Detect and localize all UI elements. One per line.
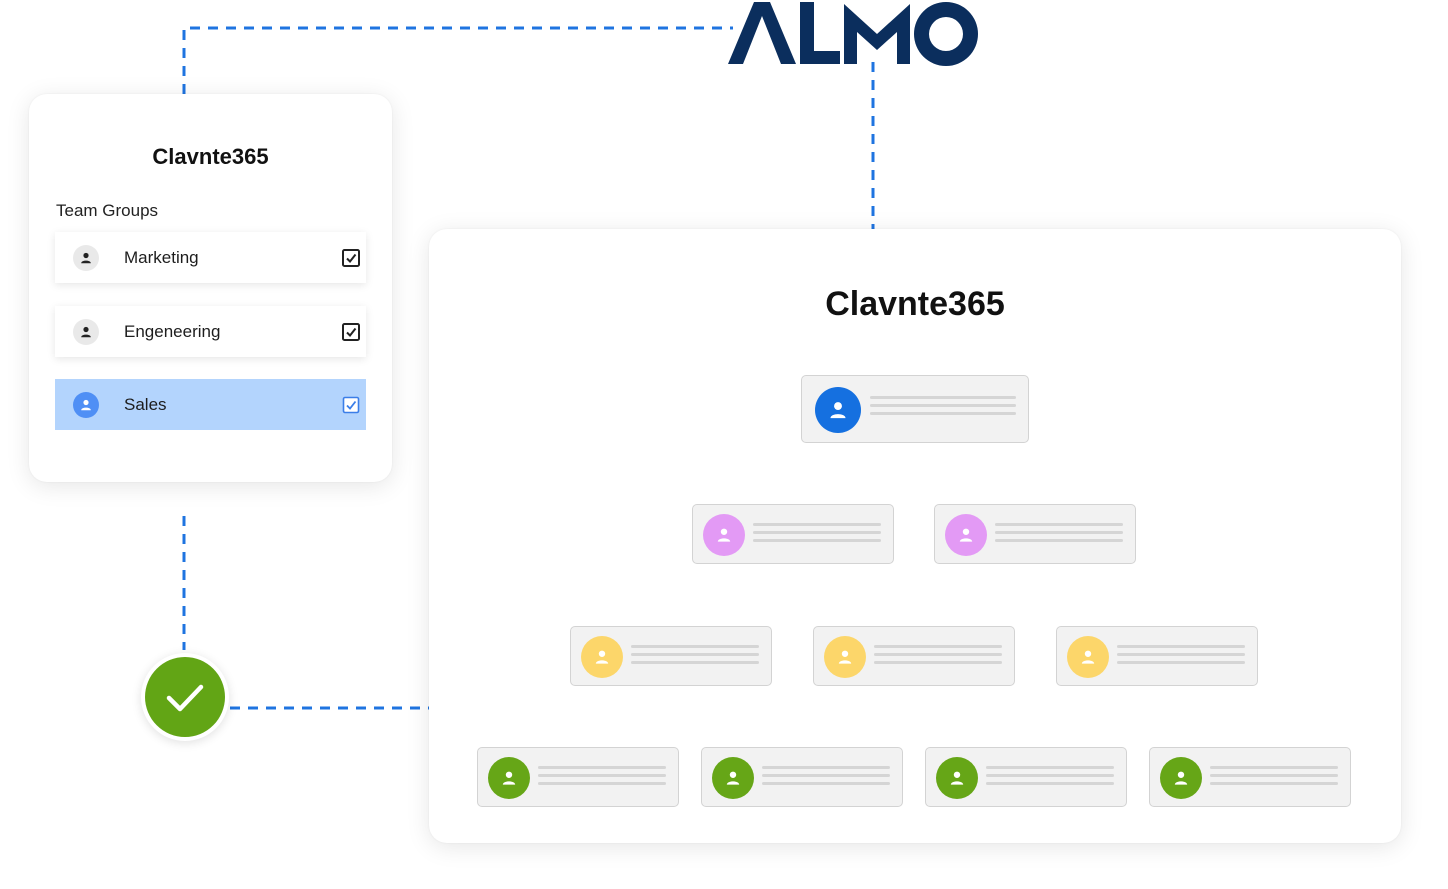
user-icon [488, 757, 530, 799]
user-icon [945, 514, 987, 556]
user-icon [815, 387, 861, 433]
org-panel-title: Clavnte365 [825, 285, 1005, 323]
org-node-level-4 [477, 747, 679, 807]
org-node-level-4 [1149, 747, 1351, 807]
placeholder-lines [631, 645, 759, 669]
user-icon [1067, 636, 1109, 678]
placeholder-lines [870, 396, 1016, 420]
group-row-engeneering[interactable]: Engeneering [55, 306, 366, 357]
placeholder-lines [995, 523, 1123, 547]
org-node-level-3 [813, 626, 1015, 686]
placeholder-lines [874, 645, 1002, 669]
org-node-level-2 [692, 504, 894, 564]
group-label: Engeneering [124, 321, 221, 341]
org-node-level-3 [1056, 626, 1258, 686]
user-icon [73, 244, 99, 271]
checkbox-checked-icon[interactable] [342, 248, 360, 267]
user-icon [824, 636, 866, 678]
org-node-level-4 [701, 747, 903, 807]
user-icon [703, 514, 745, 556]
team-groups-card: Clavnte365 Team Groups Marketing Engenee… [29, 94, 392, 482]
checkbox-checked-icon[interactable] [342, 322, 360, 341]
team-panel-title: Clavnte365 [152, 144, 269, 169]
org-node-root [801, 375, 1029, 443]
org-node-level-2 [934, 504, 1136, 564]
placeholder-lines [753, 523, 881, 547]
placeholder-lines [1210, 766, 1338, 790]
group-label: Marketing [124, 247, 199, 267]
org-node-level-3 [570, 626, 772, 686]
user-icon [712, 757, 754, 799]
org-chart-card: Clavnte365 [429, 229, 1401, 843]
placeholder-lines [762, 766, 890, 790]
almo-logo [728, 2, 978, 66]
checkbox-checked-icon[interactable] [342, 396, 360, 414]
placeholder-lines [538, 766, 666, 790]
user-icon [1160, 757, 1202, 799]
connector-logo-to-team-panel [182, 26, 733, 94]
checkmark-icon [166, 684, 204, 712]
sync-success-badge [141, 653, 229, 741]
placeholder-lines [1117, 645, 1245, 669]
org-node-level-4 [925, 747, 1127, 807]
user-icon [581, 636, 623, 678]
user-icon [73, 318, 99, 345]
user-icon [73, 391, 99, 418]
group-row-sales[interactable]: Sales [55, 379, 366, 430]
group-label: Sales [124, 394, 167, 414]
user-icon [936, 757, 978, 799]
group-row-marketing[interactable]: Marketing [55, 232, 366, 283]
placeholder-lines [986, 766, 1114, 790]
team-groups-heading: Team Groups [56, 201, 159, 220]
